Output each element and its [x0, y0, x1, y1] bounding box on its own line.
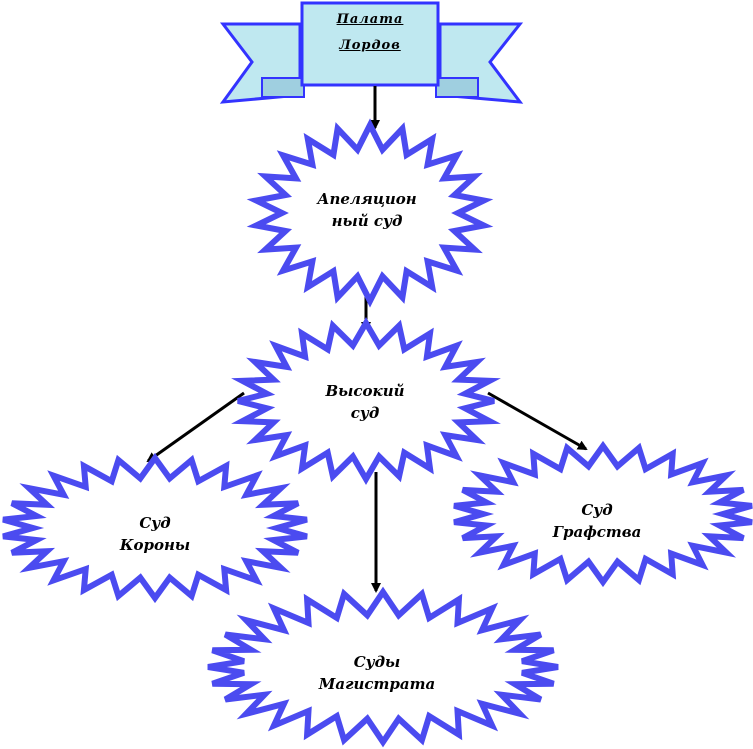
appeal-court-starburst: [246, 118, 494, 308]
high-court-starburst: [231, 317, 501, 485]
high-court-line2: суд: [350, 404, 380, 422]
crown-court-line1: Суд: [139, 514, 171, 532]
banner-right-fold: [435, 77, 479, 98]
appeal-court-line2: ный суд: [331, 212, 403, 230]
banner-title-line2: Лордов: [339, 38, 401, 53]
county-court-line2: Графства: [552, 523, 642, 541]
magistrate-court-line1: Суды: [353, 653, 401, 671]
crown-court-line2: Короны: [119, 536, 191, 554]
county-court-line1: Суд: [581, 501, 613, 519]
starburst-shapes: [2, 118, 753, 748]
crown-court-starburst: [2, 452, 308, 604]
magistrate-court-starburst: [207, 586, 559, 748]
banner-main-panel: [300, 1, 440, 87]
arrow-high-to-county: [487, 391, 588, 451]
banner-ribbon: [219, 1, 524, 104]
high-court-line1: Высокий: [325, 382, 405, 400]
magistrate-court-line2: Магистрата: [318, 675, 436, 693]
banner-title-line1: Палата: [336, 12, 404, 27]
banner-left-fold: [261, 77, 305, 98]
appeal-court-line1: Апеляцион: [317, 190, 417, 208]
county-court-starburst: [453, 440, 753, 588]
arrow-high-to-crown: [146, 391, 245, 463]
